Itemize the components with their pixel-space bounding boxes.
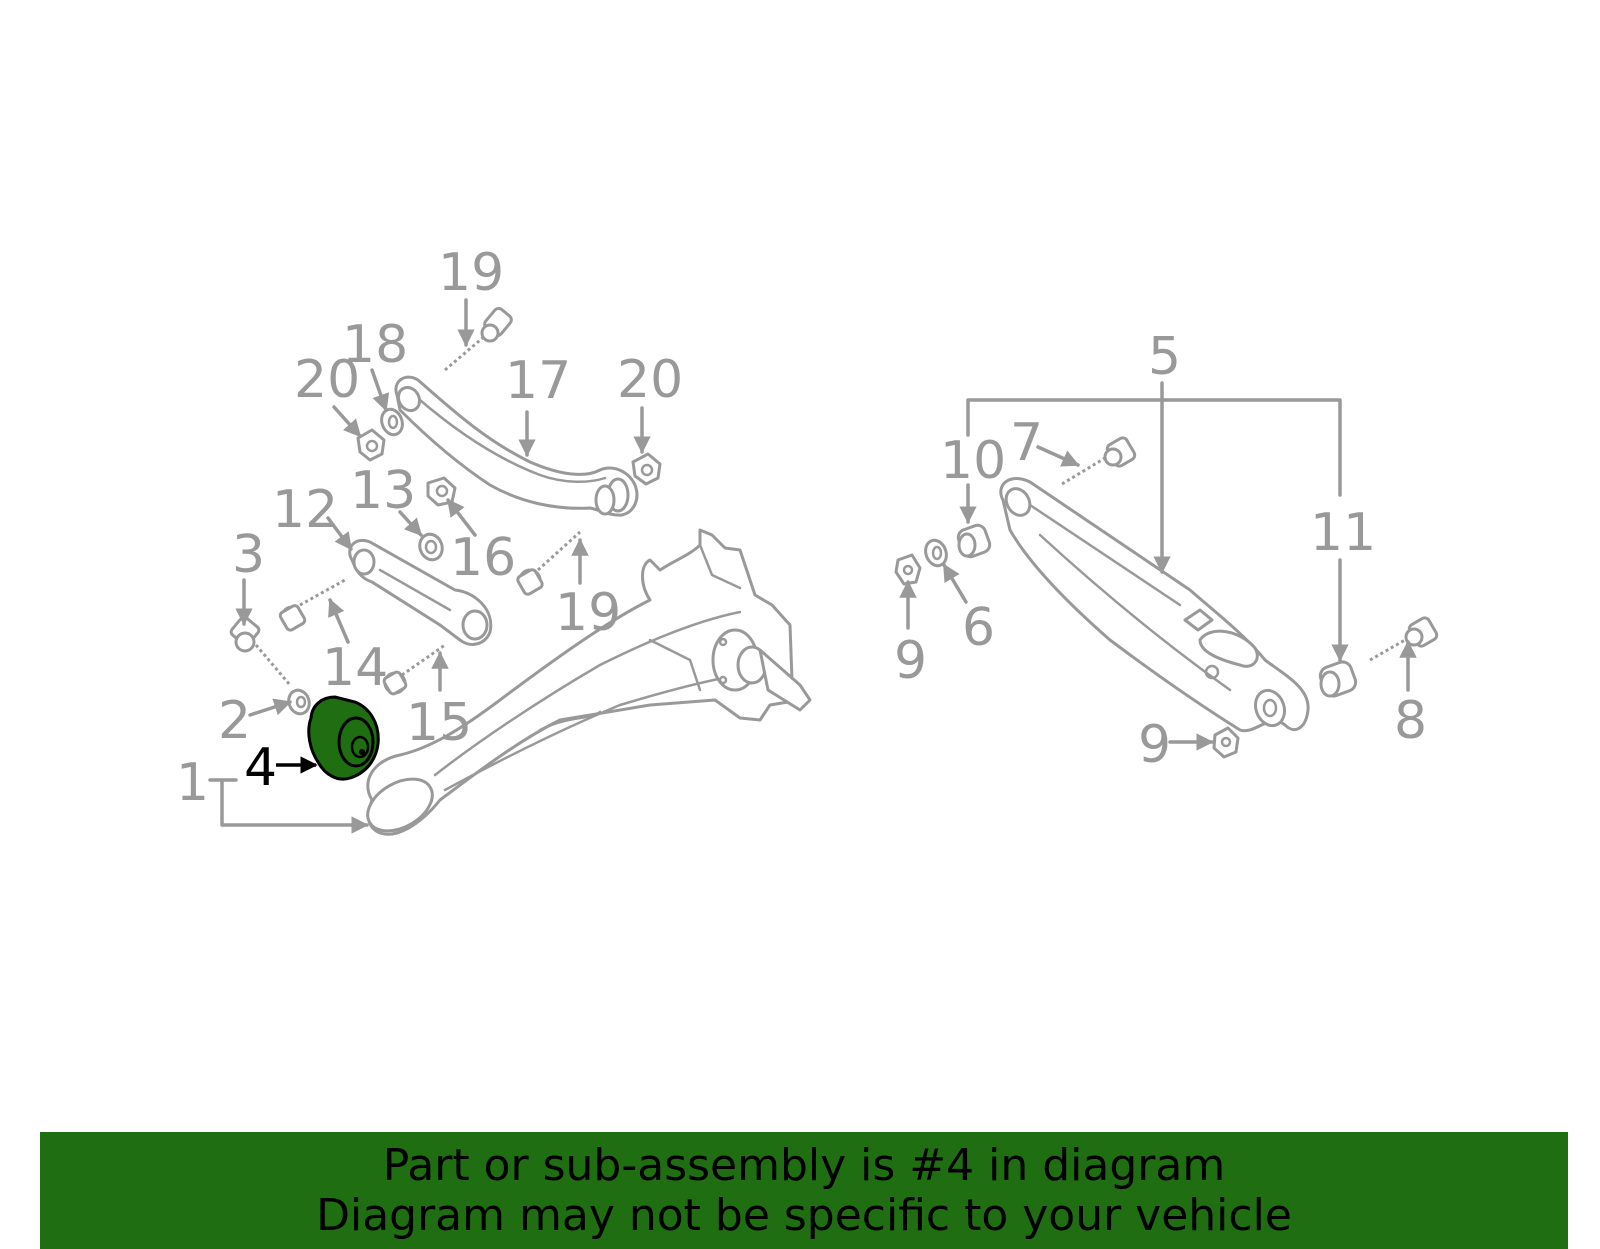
callout-2: 2 <box>218 691 251 751</box>
bolt-part-7 <box>1061 436 1137 486</box>
callout-3: 3 <box>232 525 265 585</box>
callout-7: 7 <box>1010 413 1043 473</box>
washer-part-6 <box>924 538 948 568</box>
bolt-part-19-top <box>444 306 513 372</box>
banner-line-disclaimer: Diagram may not be specific to your vehi… <box>316 1190 1292 1241</box>
callout-labels: 1 2 4 3 14 15 12 13 16 19 19 18 20 17 20… <box>176 243 1427 813</box>
info-banner: Part or sub-assembly is #4 in diagram Di… <box>40 1132 1568 1249</box>
callout-15: 15 <box>406 693 472 753</box>
callout-1: 1 <box>176 753 209 813</box>
callout-20-right: 20 <box>617 350 683 410</box>
bushing-part-10 <box>956 523 992 559</box>
callout-13: 13 <box>350 461 416 521</box>
link-arm-part-12 <box>348 539 493 646</box>
lower-control-arm-part-5 <box>999 476 1310 733</box>
callout-12: 12 <box>272 480 338 540</box>
callout-9-lower: 9 <box>1138 715 1171 775</box>
nut-part-20-left <box>356 428 386 462</box>
callout-6: 6 <box>962 598 995 658</box>
nut-part-20-right <box>631 452 662 486</box>
nut-part-9-lower <box>1212 726 1240 759</box>
callout-17: 17 <box>505 351 571 411</box>
callout-18: 18 <box>342 315 408 375</box>
callout-19-top: 19 <box>438 243 504 303</box>
bolt-part-14 <box>278 578 346 632</box>
banner-line-part-info: Part or sub-assembly is #4 in diagram <box>382 1140 1226 1191</box>
trailing-arm-part-1 <box>366 528 812 836</box>
bolt-part-19-lower <box>516 530 582 596</box>
callout-5: 5 <box>1148 327 1181 387</box>
leader-lines <box>208 298 1417 834</box>
callout-19-lower: 19 <box>555 583 621 643</box>
callout-4-highlighted: 4 <box>244 738 277 798</box>
callout-9-left: 9 <box>894 631 927 691</box>
callout-20-left: 20 <box>294 350 360 410</box>
callout-8: 8 <box>1394 691 1427 751</box>
callout-16: 16 <box>450 528 516 588</box>
upper-arm-part-17 <box>394 375 639 517</box>
nut-part-13 <box>418 532 444 562</box>
bolt-part-8 <box>1369 616 1439 662</box>
nut-part-9-left <box>894 553 922 586</box>
callout-10: 10 <box>940 431 1006 491</box>
bushing-part-4 <box>307 695 380 781</box>
callout-11: 11 <box>1310 503 1376 563</box>
bolt-part-3 <box>229 615 292 686</box>
callout-14: 14 <box>322 638 388 698</box>
bushing-part-11 <box>1318 660 1358 698</box>
bolt-part-15 <box>382 643 446 696</box>
nut-part-16 <box>426 476 457 507</box>
